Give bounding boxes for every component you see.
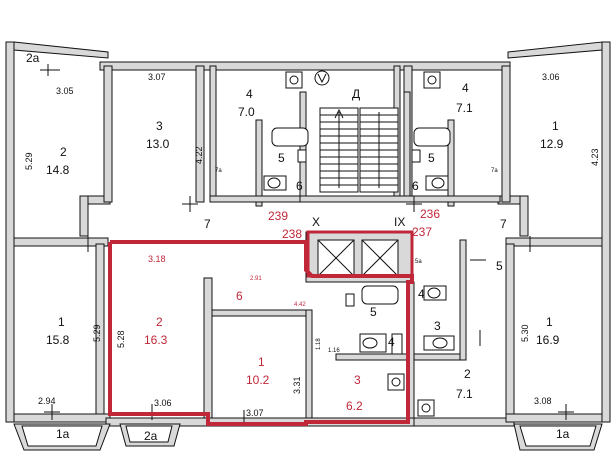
room-number: 5a xyxy=(415,259,422,265)
room-number: 6 xyxy=(236,289,243,303)
room-area: 10.2 xyxy=(246,373,270,387)
room-number: 5 xyxy=(278,151,285,165)
room-number: 2 xyxy=(464,367,471,381)
dimension-label: 1.16 xyxy=(328,348,340,354)
room-number: 3 xyxy=(156,119,163,133)
room-number: 4 xyxy=(246,87,253,101)
corridor-marker: X xyxy=(312,215,320,229)
sink-icon xyxy=(285,71,441,417)
dimension-label: 3.07 xyxy=(246,408,264,418)
dimension-label: 4.42 xyxy=(294,302,306,308)
room-number: 4 xyxy=(418,287,425,301)
stair-label: Д xyxy=(352,87,360,101)
room-area: 16.3 xyxy=(144,333,168,347)
elevator-left-icon xyxy=(317,239,355,277)
room-area: 7.1 xyxy=(456,387,473,401)
room-area: 15.8 xyxy=(46,333,70,347)
labels: 2a 3.05 2 14.8 5.29 3.07 3 13.0 4.22 4 7… xyxy=(24,51,600,443)
dimension-label: 4.22 xyxy=(194,146,204,164)
stair-flights xyxy=(319,107,399,193)
room-area: 13.0 xyxy=(146,137,170,151)
room-number: 3 xyxy=(354,373,361,387)
toilet-icon xyxy=(263,175,455,353)
dimension-label: 3.06 xyxy=(154,398,172,408)
corridor-marker: IX xyxy=(394,215,405,229)
dimension-label: 4.23 xyxy=(590,148,600,166)
room-area: 7.1 xyxy=(456,101,473,115)
room-number: 4 xyxy=(388,335,395,349)
room-number: 2a xyxy=(144,429,158,443)
room-number: 7a xyxy=(491,168,498,174)
room-number: 1 xyxy=(546,315,553,329)
room-number: 2a xyxy=(26,51,40,65)
door-marks xyxy=(40,64,574,426)
dimension-label: 5.29 xyxy=(92,324,102,342)
room-area: 7.0 xyxy=(238,105,255,119)
elevator-right-icon xyxy=(361,239,399,277)
bathtub-icon xyxy=(271,127,451,305)
room-number: 1a xyxy=(556,427,570,441)
dimension-label: 3.18 xyxy=(148,254,166,264)
room-number: 5 xyxy=(428,151,435,165)
dimension-label: 1.18 xyxy=(316,338,322,350)
stair-arrow-icon xyxy=(314,70,330,86)
balcony-fills xyxy=(21,425,597,447)
dimension-label: 2.94 xyxy=(38,396,56,406)
dimension-label: 5.28 xyxy=(116,330,126,348)
room-number: 2 xyxy=(156,315,163,329)
room-area: 14.8 xyxy=(46,163,70,177)
flat-code: 239 xyxy=(268,209,288,223)
room-number: 1 xyxy=(58,315,65,329)
room-number: 7 xyxy=(204,217,211,231)
room-area: 16.9 xyxy=(536,333,560,347)
room-number: 5 xyxy=(370,305,377,319)
room-number: 6 xyxy=(296,179,303,193)
dimension-label: 3.08 xyxy=(534,396,552,406)
flat-code: 238 xyxy=(282,227,302,241)
corridor-outline xyxy=(306,230,414,278)
room-number: 6 xyxy=(412,179,419,193)
flat-code: 237 xyxy=(412,225,432,239)
dimension-label: 5.29 xyxy=(24,152,34,170)
dimension-label: 3.05 xyxy=(56,86,74,96)
room-number: 4 xyxy=(462,81,469,95)
room-number: 5 xyxy=(496,259,503,273)
dimension-label: 3.07 xyxy=(148,72,166,82)
dimension-label: 3.31 xyxy=(292,376,302,394)
room-number: 7a xyxy=(215,168,222,174)
dimension-label: 3.06 xyxy=(542,72,560,82)
room-area: 6.2 xyxy=(346,399,363,413)
dimension-label: 2.91 xyxy=(250,276,262,282)
flat-code: 236 xyxy=(420,207,440,221)
room-number: 3 xyxy=(434,319,441,333)
dimension-label: 5.30 xyxy=(520,324,530,342)
room-number: 1 xyxy=(552,119,559,133)
room-number: 1a xyxy=(56,427,70,441)
room-number: 2 xyxy=(60,145,67,159)
room-number: 1 xyxy=(258,355,265,369)
vent-icon xyxy=(297,149,421,355)
room-area: 12.9 xyxy=(540,137,564,151)
room-number: 7 xyxy=(500,217,507,231)
